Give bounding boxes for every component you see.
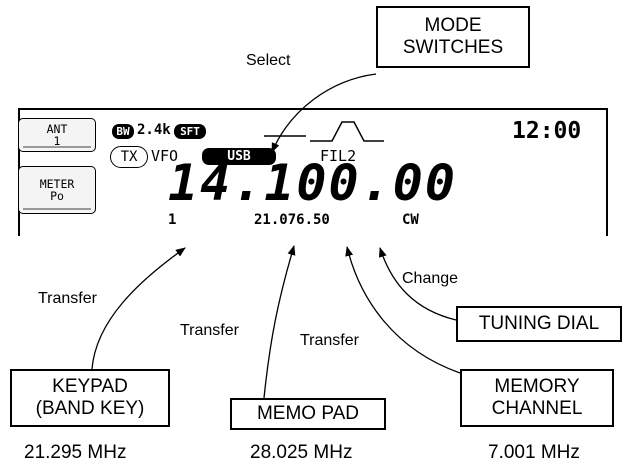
meter-button[interactable]: METER Po — [18, 166, 96, 214]
main-frequency: 14.100.00 — [168, 154, 457, 212]
memo-pad-arrow — [263, 245, 296, 399]
vfo-label: VFO — [151, 147, 179, 165]
tuning-dial-arrow — [378, 247, 457, 321]
ant-button[interactable]: ANT 1 — [18, 118, 96, 152]
keypad-box: KEYPAD (BAND KEY) — [10, 369, 170, 427]
filter-graph — [264, 121, 384, 142]
mode-switches-box: MODE SWITCHES — [376, 6, 530, 68]
keypad-frequency: 21.295 MHz — [24, 442, 127, 463]
bw-value: 2.4k — [137, 122, 171, 138]
select-label: Select — [246, 52, 291, 69]
memory-channel-frequency: 7.001 MHz — [488, 442, 580, 463]
mode-usb: USB — [202, 148, 276, 165]
tuning-dial-box: TUNING DIAL — [456, 306, 622, 342]
memo-pad-frequency: 28.025 MHz — [250, 442, 353, 463]
select-arrow — [271, 73, 377, 153]
sub-mode: CW — [402, 212, 419, 228]
transfer-label-memory-channel: Transfer — [300, 332, 359, 349]
memo-pad-box: MEMO PAD — [230, 398, 386, 430]
change-label: Change — [402, 270, 459, 287]
sub-frequency: 21.076.50 — [254, 212, 330, 228]
transfer-label-memo-pad: Transfer — [180, 322, 239, 339]
memory-channel-box: MEMORY CHANNEL — [460, 369, 614, 427]
tx-badge: TX — [110, 146, 148, 168]
filter-label: FIL2 — [320, 147, 357, 165]
sft-badge: SFT — [174, 124, 206, 139]
clock: 12:00 — [512, 118, 582, 144]
memo-index: 1 — [168, 212, 177, 228]
keypad-arrow — [91, 247, 186, 370]
radio-display: ANT 1 METER Po BW 2.4k SFT 12:00 TX VFO … — [18, 108, 608, 236]
transfer-label-keypad: Transfer — [38, 290, 97, 307]
memory-channel-arrow — [345, 246, 461, 374]
bw-badge: BW — [112, 124, 134, 139]
